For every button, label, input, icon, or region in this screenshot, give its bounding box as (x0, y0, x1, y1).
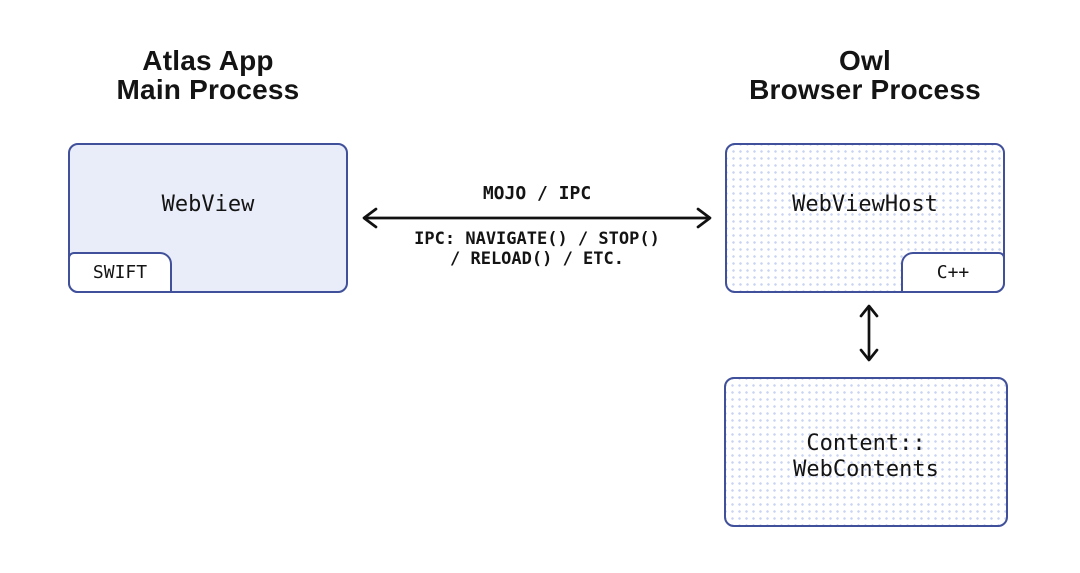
webviewhost-node: WebViewHost C++ (725, 143, 1005, 293)
ipc-link-bottom-label: IPC: NAVIGATE() / STOP() / RELOAD() / ET… (362, 229, 712, 269)
swift-language-tag-label: SWIFT (92, 262, 148, 283)
right-process-heading-line1: Owl (839, 45, 891, 76)
cpp-language-tag-label: C++ (936, 262, 970, 283)
swift-language-tag: SWIFT (68, 252, 172, 293)
right-process-heading: Owl Browser Process (725, 46, 1005, 104)
webcontents-node-label: Content:: WebContents (726, 431, 1006, 483)
webviewhost-node-label: WebViewHost (792, 192, 938, 217)
left-process-heading-line2: Main Process (116, 74, 300, 105)
cpp-language-tag: C++ (901, 252, 1005, 293)
left-process-heading-line1: Atlas App (142, 45, 274, 76)
webview-node: WebView SWIFT (68, 143, 348, 293)
vertical-double-arrow-icon (859, 304, 879, 362)
horizontal-double-arrow-icon (362, 207, 712, 229)
webcontents-node-label-line1: Content:: (806, 431, 926, 456)
ipc-link-bottom-label-line2: / RELOAD() / ETC. (450, 249, 624, 269)
webcontents-node-label-line2: WebContents (793, 457, 939, 482)
left-process-heading: Atlas App Main Process (68, 46, 348, 104)
right-process-heading-line2: Browser Process (749, 74, 981, 105)
ipc-link-top-label: MOJO / IPC (482, 183, 592, 204)
webview-node-label: WebView (161, 192, 255, 217)
ipc-link-bottom-label-line1: IPC: NAVIGATE() / STOP() (414, 229, 660, 249)
webcontents-node: Content:: WebContents (724, 377, 1008, 527)
